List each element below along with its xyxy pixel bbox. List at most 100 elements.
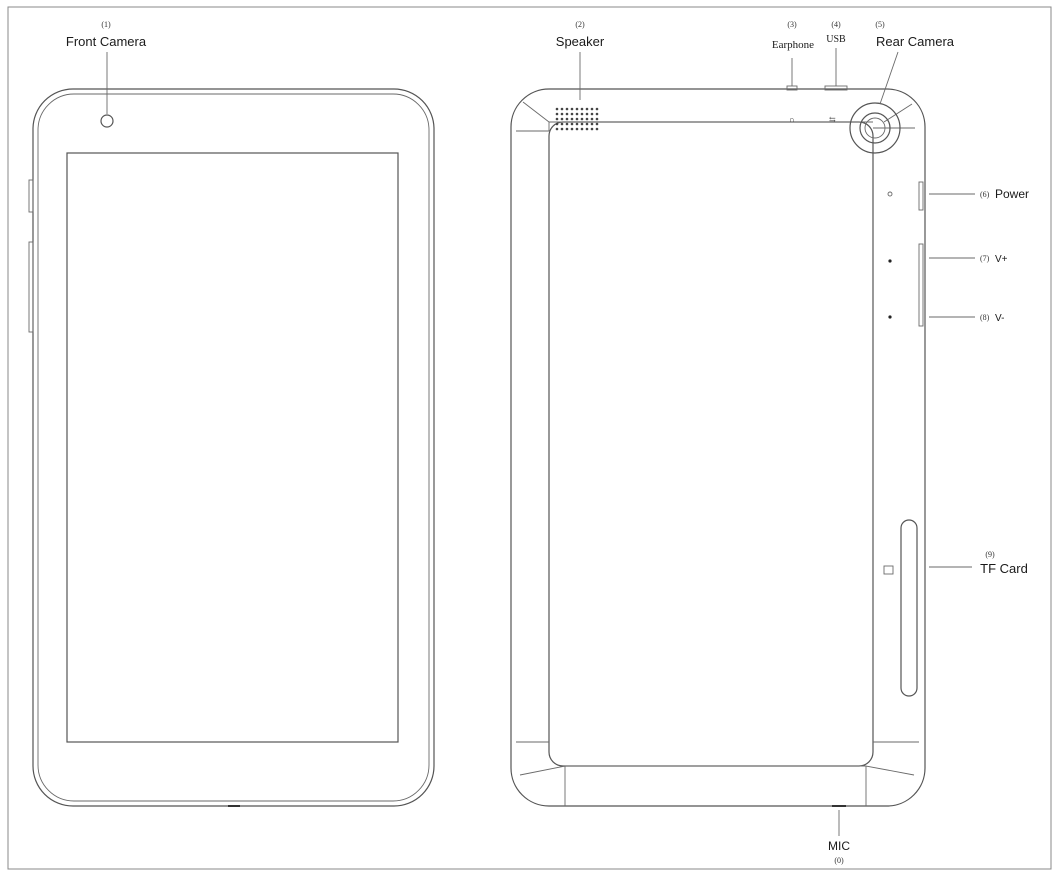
speaker-grille-hole xyxy=(570,112,574,116)
corner-facet-top-right-b xyxy=(883,103,913,123)
speaker-grille-hole xyxy=(555,127,559,131)
speaker-grille-hole xyxy=(580,107,584,111)
front-body-outline xyxy=(32,88,435,807)
speaker-grille-hole xyxy=(575,107,579,111)
speaker-grille-hole xyxy=(570,122,574,126)
rear-panel xyxy=(548,121,874,767)
front-body-inner-outline xyxy=(37,93,430,802)
mic-text: MIC xyxy=(828,839,850,853)
volume-up-dot xyxy=(888,259,892,263)
usb-number: (4) xyxy=(831,20,841,29)
power-indicator-dot xyxy=(887,191,893,197)
corner-facet-bottom-left-b xyxy=(519,765,566,806)
front-camera-number: (1) xyxy=(101,20,111,29)
speaker-number: (2) xyxy=(575,20,585,29)
rear-camera-lens-icon xyxy=(859,112,891,144)
front-camera-label: (1) Front Camera xyxy=(66,20,147,49)
mic-number: (0) xyxy=(834,856,844,865)
front-camera-text: Front Camera xyxy=(66,34,147,49)
rear-view: ∩ ⇆ xyxy=(510,48,975,836)
volume-down-dot xyxy=(888,315,892,319)
speaker-grille-hole xyxy=(555,122,559,126)
rear-camera-leader-line xyxy=(879,51,899,105)
speaker-grille-hole xyxy=(555,107,559,111)
speaker-grille-hole xyxy=(585,122,589,126)
tf-card-label: (9) TF Card xyxy=(980,550,1028,576)
speaker-grille-hole xyxy=(560,117,564,121)
speaker-grille-hole xyxy=(585,112,589,116)
power-button-icon xyxy=(918,181,924,211)
usb-text: USB xyxy=(826,34,846,45)
power-number: (6) xyxy=(980,190,990,199)
front-view xyxy=(28,52,435,807)
speaker-grille-hole xyxy=(580,112,584,116)
volume-up-text: V+ xyxy=(995,254,1008,265)
speaker-grille-hole xyxy=(595,127,599,131)
rear-camera-number: (5) xyxy=(875,20,885,29)
usb-glyph: ⇆ xyxy=(829,115,836,124)
speaker-grille-hole xyxy=(565,127,569,131)
speaker-grille-hole xyxy=(580,127,584,131)
speaker-grille-hole xyxy=(575,127,579,131)
speaker-grille-hole xyxy=(560,112,564,116)
earphone-number: (3) xyxy=(787,20,797,29)
speaker-grille-hole xyxy=(570,107,574,111)
speaker-grille-hole xyxy=(565,112,569,116)
mic-label: MIC (0) xyxy=(828,839,850,865)
speaker-grille-hole xyxy=(560,107,564,111)
earphone-glyph: ∩ xyxy=(789,115,795,124)
speaker-grille-hole xyxy=(555,117,559,121)
speaker-grille-hole xyxy=(585,107,589,111)
volume-down-label: (8) V- xyxy=(980,313,1004,324)
speaker-grille-hole xyxy=(595,122,599,126)
speaker-grille-hole xyxy=(590,127,594,131)
speaker-grille-hole xyxy=(575,117,579,121)
power-text: Power xyxy=(995,187,1029,201)
usb-label: (4) USB xyxy=(826,20,846,45)
front-screen xyxy=(66,152,399,743)
speaker-grille-hole xyxy=(595,107,599,111)
front-side-button-power xyxy=(28,179,34,213)
speaker-grille-icon xyxy=(555,107,599,131)
front-side-button-volume xyxy=(28,241,34,333)
speaker-grille-hole xyxy=(560,127,564,131)
speaker-grille-hole xyxy=(580,117,584,121)
tf-card-slot-icon xyxy=(900,519,918,697)
volume-down-text: V- xyxy=(995,313,1004,324)
speaker-grille-hole xyxy=(575,112,579,116)
rear-camera-label: (5) Rear Camera xyxy=(875,20,954,49)
speaker-grille-hole xyxy=(555,112,559,116)
corner-facet-top-left-a xyxy=(516,122,550,132)
volume-up-number: (7) xyxy=(980,254,990,263)
volume-rocker-icon xyxy=(918,243,924,327)
rear-camera-inner-lens-icon xyxy=(864,117,886,139)
speaker-grille-hole xyxy=(565,122,569,126)
earphone-text: Earphone xyxy=(772,39,814,51)
speaker-grille-hole xyxy=(580,122,584,126)
earphone-label: (3) Earphone xyxy=(772,20,814,51)
speaker-grille-hole xyxy=(565,107,569,111)
speaker-grille-hole xyxy=(565,117,569,121)
tf-card-number: (9) xyxy=(985,550,995,559)
tf-card-text: TF Card xyxy=(980,561,1028,576)
speaker-grille-hole xyxy=(560,122,564,126)
speaker-text: Speaker xyxy=(556,34,605,49)
speaker-grille-hole xyxy=(585,117,589,121)
speaker-grille-hole xyxy=(595,117,599,121)
figure-frame xyxy=(7,6,1052,870)
rear-camera-module xyxy=(849,102,901,154)
speaker-grille-hole xyxy=(590,122,594,126)
volume-up-label: (7) V+ xyxy=(980,254,1008,265)
power-label: (6) Power xyxy=(980,187,1029,201)
speaker-grille-hole xyxy=(570,127,574,131)
speaker-grille-hole xyxy=(590,112,594,116)
corner-facet-top-left-b xyxy=(522,101,550,123)
speaker-grille-hole xyxy=(595,112,599,116)
tf-card-glyph-icon xyxy=(883,565,894,575)
speaker-grille-hole xyxy=(570,117,574,121)
volume-down-number: (8) xyxy=(980,313,990,322)
speaker-grille-hole xyxy=(590,107,594,111)
rear-body-outline xyxy=(510,88,926,807)
